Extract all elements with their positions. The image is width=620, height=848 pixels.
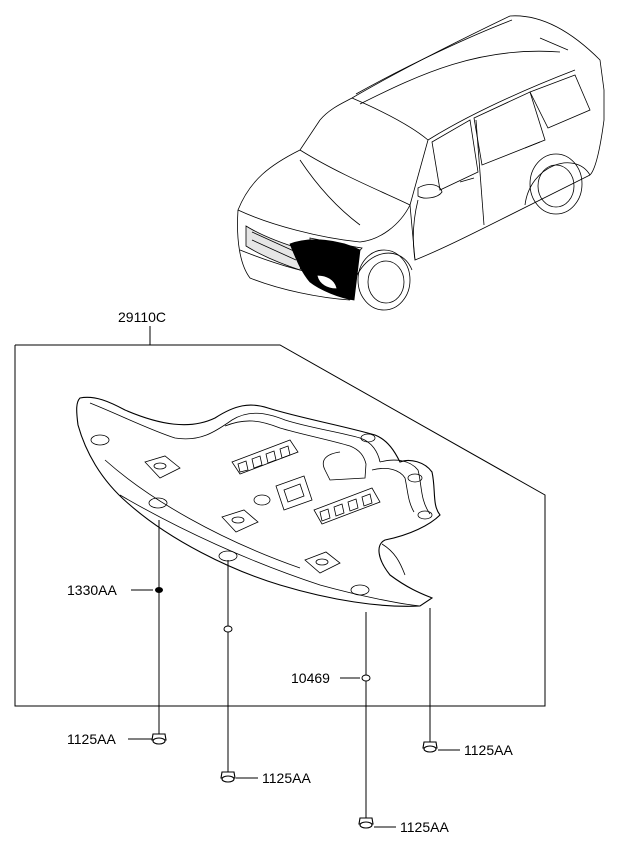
vehicle-illustration bbox=[237, 15, 605, 311]
assembly-outline-box bbox=[14, 344, 546, 707]
nut-part-number: 10469 bbox=[291, 670, 330, 686]
mount-hole bbox=[360, 433, 376, 443]
mount-hole bbox=[350, 584, 370, 596]
clip-part-number: 1330AA bbox=[67, 582, 117, 598]
bolt-part-number-3: 1125AA bbox=[400, 819, 449, 835]
clip-icon bbox=[155, 587, 163, 593]
bolt-icon bbox=[220, 762, 236, 783]
under-cover-panel bbox=[76, 396, 441, 607]
bolt-icon bbox=[422, 732, 438, 753]
bolt-part-number-4: 1125AA bbox=[464, 742, 513, 758]
mount-hole bbox=[407, 473, 423, 483]
mount-hole bbox=[148, 497, 168, 509]
mount-hole bbox=[90, 434, 110, 446]
bolt-part-number-2: 1125AA bbox=[262, 770, 311, 786]
clip-icon bbox=[223, 625, 233, 633]
assembly-part-number: 29110C bbox=[118, 309, 166, 325]
nut-icon bbox=[361, 674, 371, 682]
mount-hole bbox=[417, 510, 433, 520]
bolt-icon bbox=[151, 722, 167, 745]
bolt-icon bbox=[358, 810, 374, 829]
bolt-part-number-1: 1125AA bbox=[67, 731, 116, 747]
